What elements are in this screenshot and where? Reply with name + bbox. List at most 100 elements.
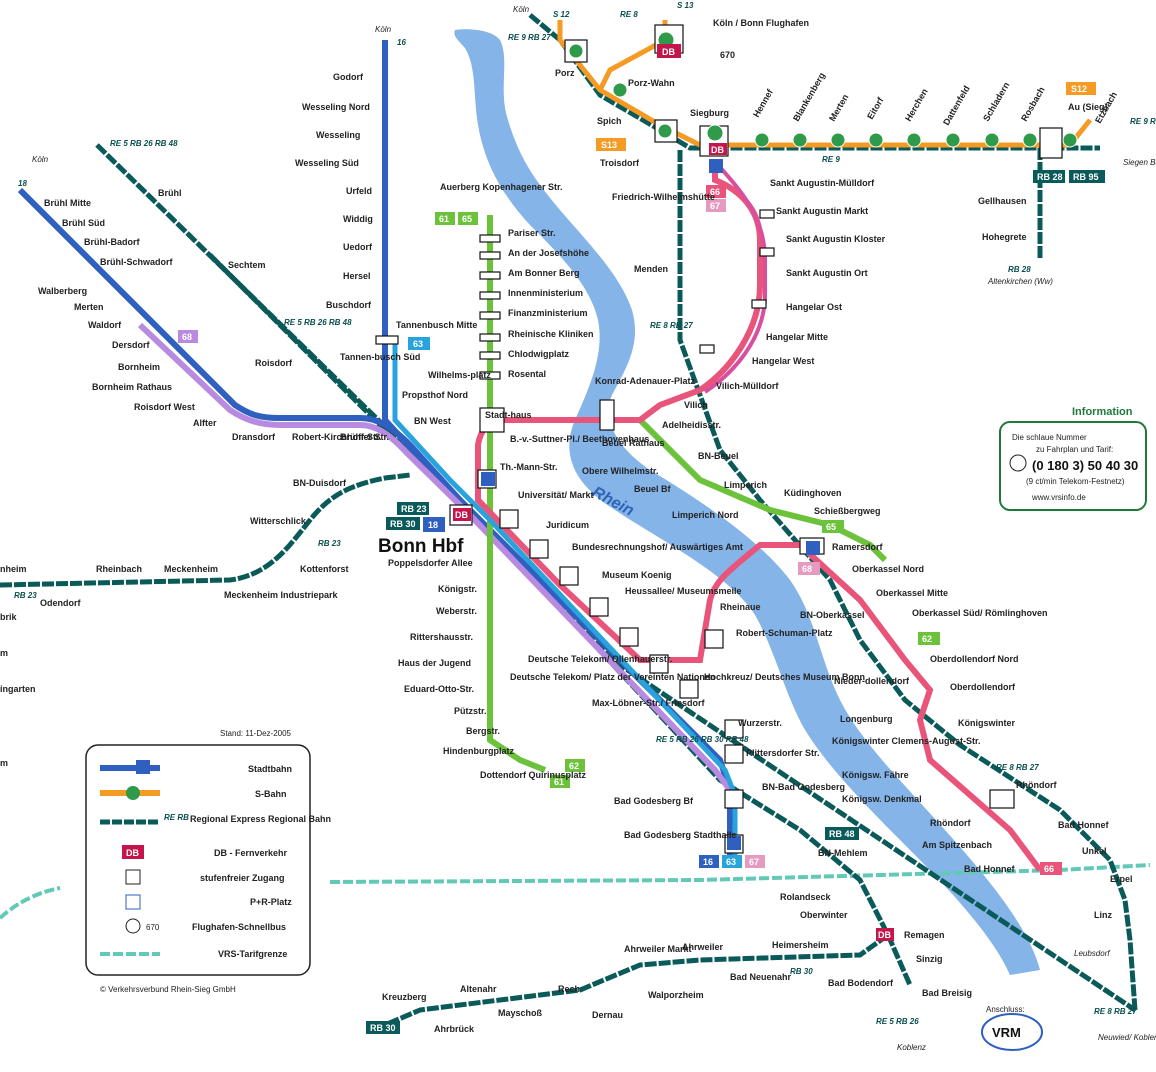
label-rolandseck: Rolandseck: [780, 892, 832, 902]
badge-rb30: RB 30: [390, 519, 416, 529]
badge-s12: S12: [1071, 84, 1087, 94]
label-re5-rb26-rb48-a: RE 5 RB 26 RB 48: [110, 139, 178, 148]
label-friedrich-wilhelmshuette: Friedrich-Wilhelmshütte: [612, 192, 715, 202]
badge-61-dottendorf: 61: [554, 777, 564, 787]
badge-61-auerberg: 61: [439, 214, 449, 224]
info-phone[interactable]: (0 180 3) 50 40 30: [1032, 458, 1138, 473]
badge-62-dottendorf: 62: [569, 761, 579, 771]
label-telekom-vn: Deutsche Telekom/ Platz der Vereinten Na…: [510, 672, 715, 682]
stadtbahn-line-67: [703, 163, 767, 394]
label-innenministerium: Innenministerium: [508, 288, 583, 298]
label-rheinaue: Rheinaue: [720, 602, 761, 612]
label-oberwinter: Oberwinter: [800, 910, 848, 920]
label-schiessbergweg: Schießbergweg: [814, 506, 881, 516]
label-altenahr: Altenahr: [460, 984, 497, 994]
label-robert-schuman: Robert-Schuman-Platz: [736, 628, 833, 638]
label-siegburg: Siegburg: [690, 108, 729, 118]
label-ahrweiler-markt: Ahrweiler Markt: [624, 944, 692, 954]
label-heimersheim: Heimersheim: [772, 940, 829, 950]
label-josefshoehe: An der Josefshöhe: [508, 248, 589, 258]
label-rb23-b: RB 23: [14, 591, 37, 600]
info-line1: Die schlaue Nummer: [1012, 433, 1087, 442]
badge-18-bonn: 18: [428, 520, 438, 530]
label-re5-rb26-rb48-b: RE 5 RB 26 RB 48: [284, 318, 352, 327]
label-altenkirchen: Altenkirchen (Ww): [987, 277, 1053, 286]
label-erpel: Erpel: [1110, 874, 1133, 884]
label-waldorf: Waldorf: [88, 320, 122, 330]
label-dernau: Dernau: [592, 1010, 623, 1020]
label-hohegrete: Hohegrete: [982, 232, 1027, 242]
badge-63-tannenbusch: 63: [413, 339, 423, 349]
label-left-edge-4: ingarten: [0, 684, 36, 694]
label-sinzig: Sinzig: [916, 954, 943, 964]
legend: Stand: 11-Dez-2005 RE RB DB 670 Stadtbah…: [85, 729, 331, 994]
label-rb30-ahr: RB 30: [790, 967, 813, 976]
badge-66-bad-honnef: 66: [1044, 864, 1054, 874]
label-kreuzberg: Kreuzberg: [382, 992, 427, 1002]
label-ahrbrueck: Ahrbrück: [434, 1024, 475, 1034]
db-remagen-label: DB: [878, 930, 891, 940]
label-haus-der-jugend: Haus der Jugend: [398, 658, 471, 668]
label-re8-rb27-right: RE 8 RB 27: [996, 763, 1039, 772]
badge-62-oberkassel: 62: [922, 634, 932, 644]
label-rhoendorf-rb: Rhöndorf: [1016, 780, 1057, 790]
label-urfeld: Urfeld: [346, 186, 372, 196]
label-bn-west: BN West: [414, 416, 451, 426]
label-wesseling-sued: Wesseling Süd: [295, 158, 359, 168]
label-koenigstr: Königstr.: [438, 584, 477, 594]
label-meckenheim: Meckenheim: [164, 564, 218, 574]
label-st-augustin-markt: Sankt Augustin Markt: [776, 206, 868, 216]
label-schladern: Schladern: [981, 80, 1011, 123]
label-left-edge-3: m: [0, 648, 8, 658]
label-gellhausen: Gellhausen: [978, 196, 1027, 206]
legend-pr: P+R-Platz: [250, 897, 292, 907]
legend-stadtbahn: Stadtbahn: [248, 764, 292, 774]
anschluss-label: Anschluss:: [986, 1005, 1025, 1014]
badge-68-dersdorf: 68: [182, 332, 192, 342]
label-hangelar-mitte: Hangelar Mitte: [766, 332, 828, 342]
label-telekom-ollenhauer: Deutsche Telekom/ Ollenhauerstr.: [528, 654, 672, 664]
badge-65-ramersdorf: 65: [826, 522, 836, 532]
label-puetzstr: Pützstr.: [454, 706, 487, 716]
label-am-spitzenbach: Am Spitzenbach: [922, 840, 992, 850]
label-bad-bodendorf: Bad Bodendorf: [828, 978, 894, 988]
rhine-river: [454, 29, 1041, 976]
label-hangelar-west: Hangelar West: [752, 356, 814, 366]
label-stadthaus: Stadt-haus: [485, 410, 532, 420]
badge-rb23: RB 23: [401, 504, 427, 514]
info-url[interactable]: www.vrsinfo.de: [1031, 493, 1086, 502]
label-vilich: Vilich: [684, 400, 708, 410]
badge-63-godesberg: 63: [726, 857, 736, 867]
label-chlodwigplatz: Chlodwigplatz: [508, 349, 569, 359]
label-obere-wilhelmstr: Obere Wilhelmstr.: [582, 466, 658, 476]
label-re8-top: RE 8: [620, 10, 638, 19]
legend-flughafen-bus: Flughafen-Schnellbus: [192, 922, 286, 932]
label-left-edge-5: m: [0, 758, 8, 768]
label-rhoendorf: Rhöndorf: [930, 818, 971, 828]
label-st-augustin-muelldorf: Sankt Augustin-Mülldorf: [770, 178, 875, 188]
label-witterschlick: Witterschlick: [250, 516, 307, 526]
label-konrad-adenauer-platz: Konrad-Adenauer-Platz: [595, 376, 696, 386]
label-eduard-otto: Eduard-Otto-Str.: [404, 684, 474, 694]
stadtbahn-line-68: [137, 322, 733, 792]
label-robert-kirchhoff: Robert-Kirchhoff-Str.: [292, 432, 382, 442]
label-uedorf: Uedorf: [343, 242, 373, 252]
label-flughafen-bus: 670: [720, 50, 735, 60]
bonn-hbf-title: Bonn Hbf: [378, 536, 464, 557]
label-wilhelmsplatz: Wilhelms-platz: [428, 370, 491, 380]
label-oberdollendorf: Oberdollendorf: [950, 682, 1016, 692]
badge-65-auerberg: 65: [462, 214, 472, 224]
db-markers: DB DB DB DB: [453, 44, 894, 941]
stadtbahn-line-66: [475, 160, 1043, 872]
label-bruehl-schwadorf: Brühl-Schwadorf: [100, 257, 174, 267]
label-bad-godesberg-stadthalle: Bad Godesberg Stadthalle: [624, 830, 737, 840]
label-hochkreuz: Hochkreuz/ Deutsches Museum Bonn: [704, 672, 865, 682]
label-oberkassel-mitte: Oberkassel Mitte: [876, 588, 948, 598]
label-pariser-str: Pariser Str.: [508, 228, 556, 238]
label-remagen: Remagen: [904, 930, 945, 940]
label-universitaet-markt: Universität/ Markt: [518, 490, 594, 500]
legend-sbahn: S-Bahn: [255, 789, 287, 799]
label-limperich: Limperich: [724, 480, 767, 490]
label-siegen-betzdorf: Siegen Betzdorf: [1123, 158, 1156, 167]
db-airport-label: DB: [662, 47, 675, 57]
